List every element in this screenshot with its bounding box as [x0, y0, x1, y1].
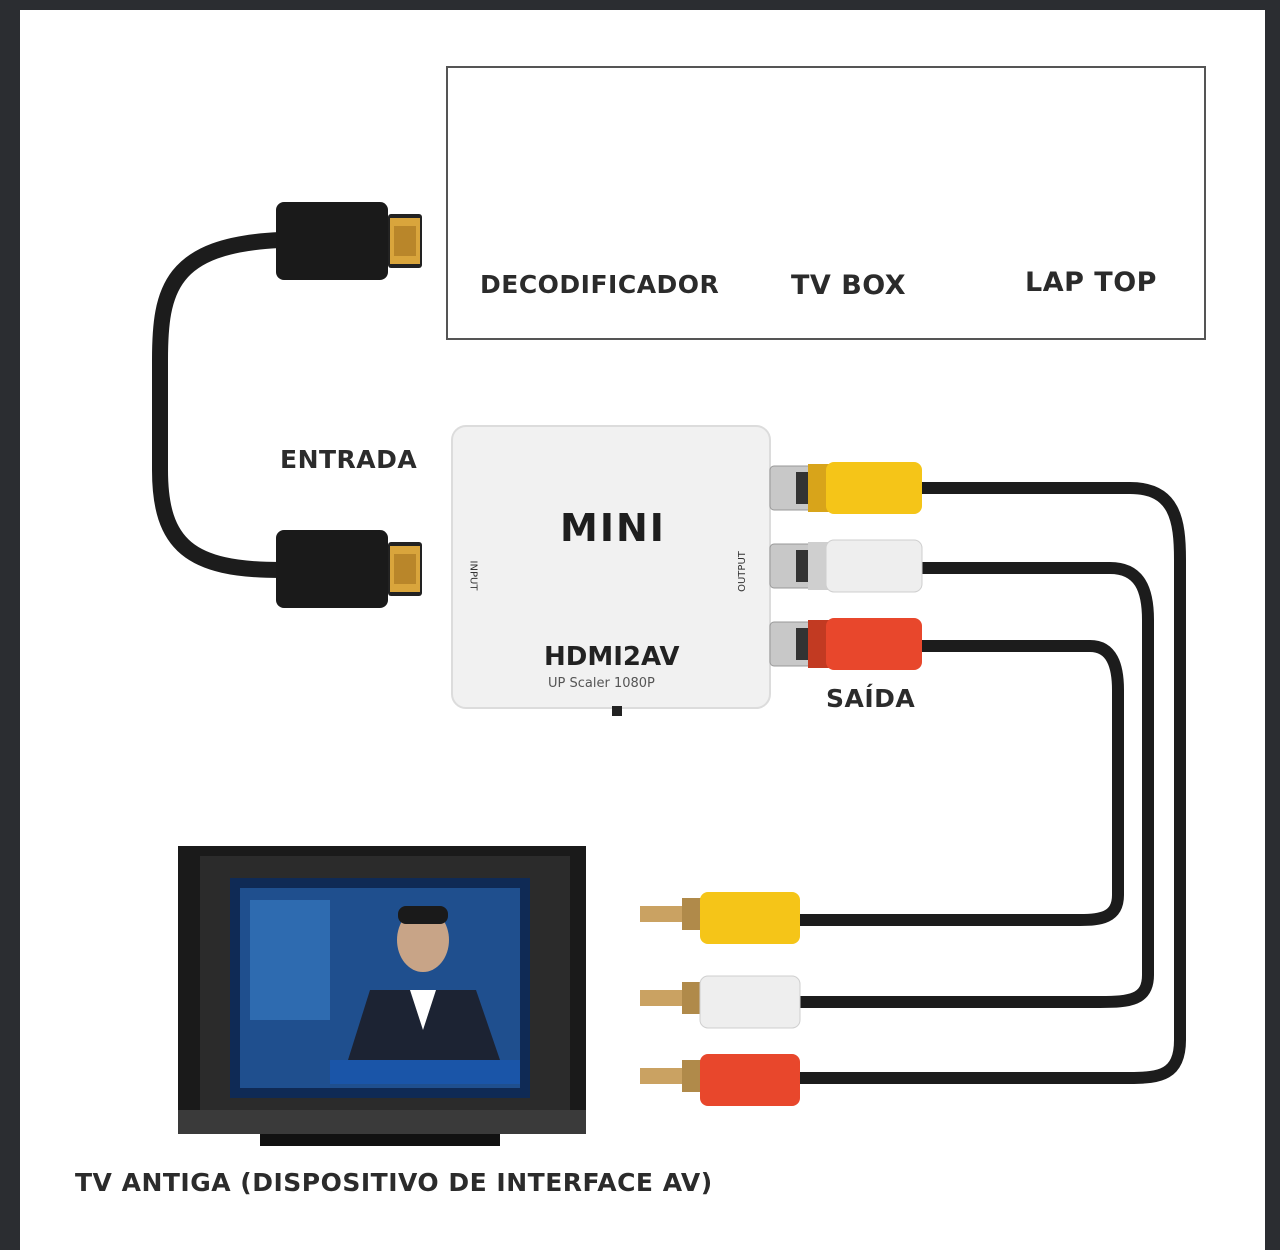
adapter-rca-jacks: [769, 465, 818, 667]
laptop-label: LAP TOP: [1025, 267, 1157, 298]
old-tv-illustration: [178, 846, 586, 1146]
rca-plug-red-bottom: [640, 1054, 800, 1106]
adapter-brand: MINI: [560, 506, 666, 550]
rca-plug-yellow-top: [808, 462, 922, 514]
adapter-output-port-label: OUTPUT: [736, 551, 748, 592]
rca-plug-red-top: [808, 618, 922, 670]
rca-cable-yellow: [800, 482, 1186, 1084]
adapter-subtitle: UP Scaler 1080P: [548, 676, 655, 691]
hdmi-plug-bottom: [276, 530, 422, 608]
hdmi-cable: [152, 232, 288, 578]
rca-plug-yellow-bottom: [640, 892, 800, 944]
rca-cable-red: [800, 640, 1124, 926]
input-label: ENTRADA: [280, 445, 418, 474]
tv-caption: TV ANTIGA (DISPOSITIVO DE INTERFACE AV): [75, 1168, 713, 1197]
hdmi-plug-top: [276, 202, 422, 280]
output-label: SAÍDA: [826, 684, 916, 713]
source-devices-box: [446, 66, 1206, 340]
rca-plug-white-top: [808, 539, 923, 593]
rca-plug-white-bottom: [640, 975, 801, 1029]
tvbox-label: TV BOX: [791, 270, 907, 301]
decoder-label: DECODIFICADOR: [480, 270, 720, 299]
rca-cable-white: [800, 562, 1154, 1008]
adapter-model: HDMI2AV: [544, 642, 680, 672]
adapter-input-port-label: INPUT: [467, 560, 479, 591]
